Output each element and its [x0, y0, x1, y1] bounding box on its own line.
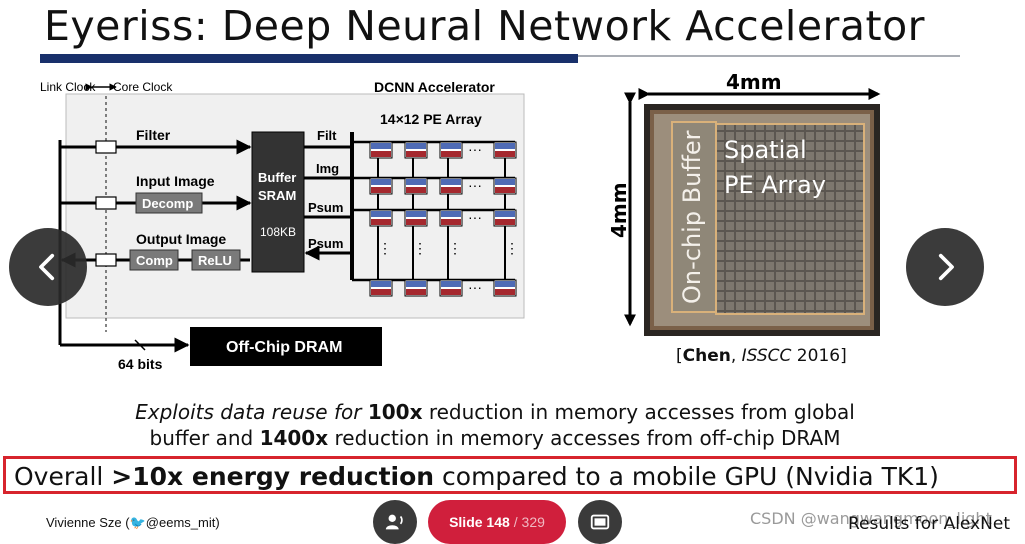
output-image-label: Output Image: [136, 231, 226, 247]
decomp-label: Decomp: [142, 196, 193, 211]
pe-ellipsis-3: ···: [468, 209, 482, 225]
screen-icon: [590, 514, 610, 530]
psum-label-2: Psum: [308, 236, 343, 251]
pe-row-1: [369, 141, 517, 159]
slide-counter[interactable]: Slide 148/ 329: [428, 500, 566, 544]
filter-label: Filter: [136, 127, 171, 143]
previous-slide-button[interactable]: [9, 228, 87, 306]
buffer-label-2: SRAM: [258, 188, 296, 203]
citation: [Chen, ISSCC 2016]: [676, 346, 847, 366]
body-text: Exploits data reuse for 100x reduction i…: [0, 399, 990, 451]
csdn-watermark: CSDN @wangwangmoon_light: [750, 509, 992, 528]
psum-label-1: Psum: [308, 200, 343, 215]
decomp-block: [135, 192, 203, 214]
next-slide-button[interactable]: [906, 228, 984, 306]
slide-current: Slide 148: [449, 514, 510, 530]
fullscreen-button[interactable]: [578, 500, 622, 544]
body-line-1: Exploits data reuse for 100x reduction i…: [135, 400, 855, 424]
pe-ellipsis-2: ···: [468, 177, 482, 193]
buffer-size-label: 108KB: [260, 225, 296, 239]
pe-vdots-4: ⋮: [505, 240, 519, 256]
pe-row-3: [369, 209, 517, 227]
link-clock-label: Link Clock: [40, 80, 96, 94]
pe-array-label: 14×12 PE Array: [380, 111, 482, 127]
comp-label: Comp: [136, 253, 173, 268]
footer-author: Vivienne Sze (🐦@eems_mit): [46, 515, 220, 530]
highlight-text: Overall >10x energy reduction compared t…: [14, 462, 939, 491]
slide-total: / 329: [513, 514, 545, 530]
chevron-left-icon: [39, 253, 55, 281]
relu-label: ReLU: [198, 253, 232, 268]
relu-block: [191, 249, 241, 271]
slide-title: Eyeriss: Deep Neural Network Accelerator: [44, 2, 926, 50]
pe-vdots-3: ⋮: [448, 240, 462, 256]
img-label: Img: [316, 161, 339, 176]
onchip-buffer-region: [671, 121, 717, 313]
spatial-label-1: Spatial: [724, 136, 807, 164]
citation-author: Chen: [682, 346, 731, 366]
pe-ellipsis-4: ···: [468, 279, 482, 295]
comp-block: [129, 249, 179, 271]
core-clock-label: Core Clock: [113, 80, 173, 94]
pe-vdots-2: ⋮: [413, 240, 427, 256]
die-width-label: 4mm: [726, 72, 782, 94]
chevron-right-icon: [938, 253, 954, 281]
offchip-dram-label: Off-Chip DRAM: [226, 339, 342, 356]
title-accent-bar: [40, 54, 578, 63]
architecture-diagram: Link Clock Core Clock DCNN Accelerator 1…: [40, 79, 525, 372]
offchip-dram-block: [190, 327, 382, 366]
audio-button[interactable]: [373, 500, 417, 544]
body-line-2: buffer and 1400x reduction in memory acc…: [149, 426, 841, 450]
citation-venue: ISSCC: [741, 346, 792, 366]
die-height-label: 4mm: [607, 182, 631, 238]
pe-vdots-1: ⋮: [378, 240, 392, 256]
die-photo: 4mm 4mm On-chip Buffer Spatial PE Array: [607, 72, 881, 336]
accelerator-label: DCNN Accelerator: [374, 79, 495, 95]
speaker-icon: [385, 514, 403, 530]
spatial-label-2: PE Array: [724, 171, 826, 199]
buffer-label-1: Buffer: [258, 170, 296, 185]
filt-label: Filt: [317, 128, 337, 143]
next-slide-title[interactable]: Results for AlexNet: [848, 514, 1010, 534]
twitter-bird-icon: 🐦: [129, 515, 146, 530]
buffer-sram-block: [251, 131, 305, 273]
highlight-box: [3, 456, 1017, 494]
pe-array-region: [715, 123, 865, 315]
pe-units: [369, 141, 517, 297]
pe-row-4: [369, 279, 517, 297]
input-image-label: Input Image: [136, 173, 215, 189]
bus-width-label: 64 bits: [118, 356, 163, 372]
pe-row-2: [369, 177, 517, 195]
buffer-region-label: On-chip Buffer: [678, 130, 706, 304]
pe-ellipsis-1: ···: [468, 141, 482, 157]
